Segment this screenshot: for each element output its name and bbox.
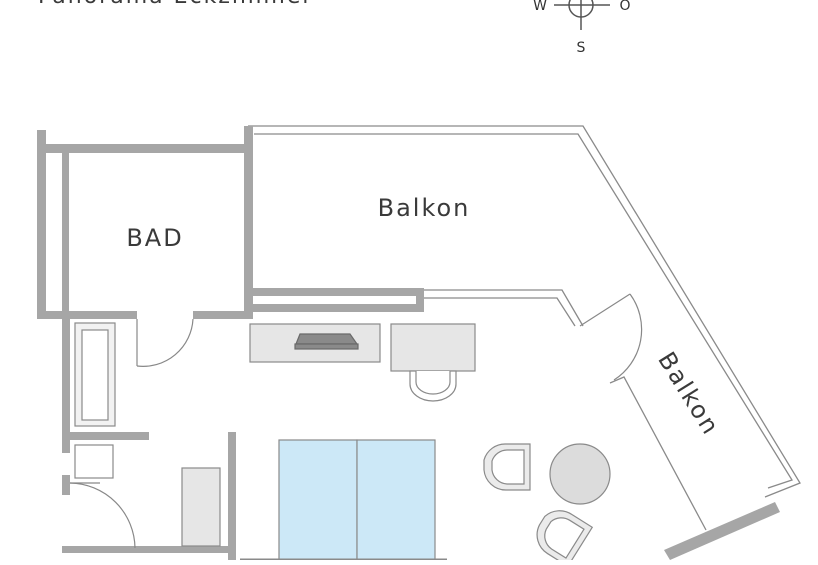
furniture	[74, 322, 611, 565]
compass-west: W	[533, 0, 547, 14]
desk	[390, 323, 476, 372]
plan-title: Panorama Eckzimmer	[38, 0, 313, 9]
tv-icon	[295, 333, 359, 345]
dresser	[181, 467, 221, 547]
entry-door	[69, 482, 136, 549]
room-label-balkon-right: Balkon	[652, 347, 725, 441]
balcony-railing	[248, 125, 801, 531]
armchair-2	[536, 510, 594, 565]
room-label-bad: BAD	[126, 224, 183, 252]
bed-right	[356, 439, 436, 561]
bed-left	[278, 439, 358, 561]
balcony-door	[579, 293, 643, 381]
compass-south: S	[577, 40, 586, 56]
compass-icon: W O S	[533, 0, 631, 56]
wardrobe-inner	[81, 329, 109, 421]
small-cabinet	[74, 444, 114, 479]
compass-east: O	[619, 0, 630, 14]
room-label-balkon-top: Balkon	[378, 194, 471, 222]
walls	[37, 126, 780, 560]
round-table	[549, 443, 611, 505]
bath-door	[136, 318, 194, 367]
